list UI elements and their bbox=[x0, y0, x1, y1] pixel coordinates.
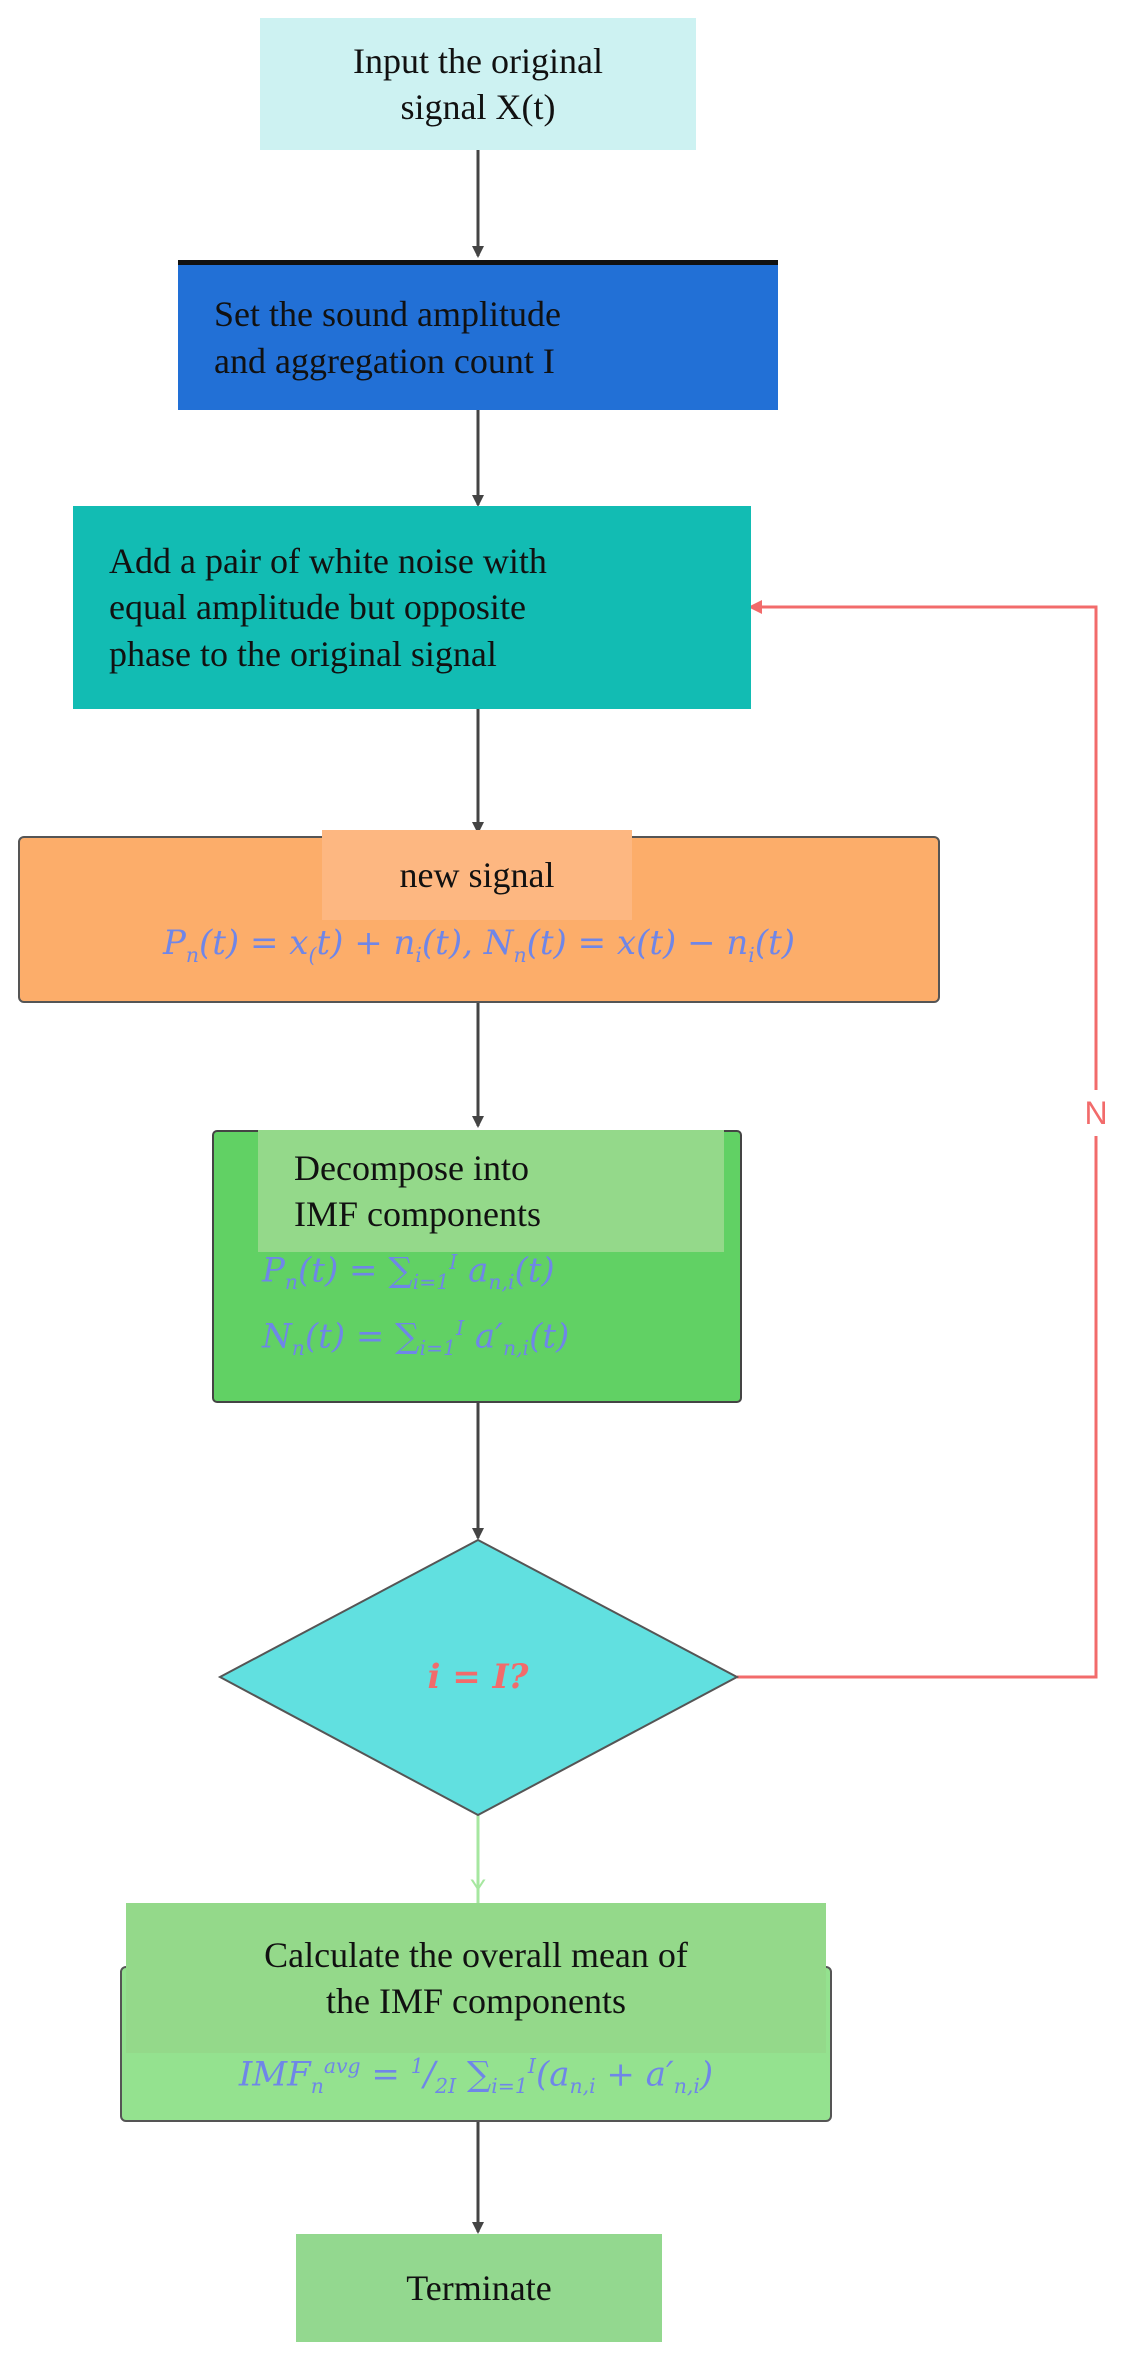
decompose-formula-n: Nn(t) = ∑i=1I a′n,i(t) bbox=[262, 1316, 570, 1361]
set-amplitude-box: Set the sound amplitude and aggregation … bbox=[178, 260, 778, 410]
decompose-label-box: Decompose into IMF components bbox=[258, 1130, 724, 1252]
decompose-line-1: Decompose into bbox=[294, 1147, 529, 1188]
decompose-formula-p: Pn(t) = ∑i=1I an,i(t) bbox=[262, 1250, 555, 1295]
new-signal-label-box: new signal bbox=[322, 830, 632, 920]
add-white-noise-line-3: phase to the original signal bbox=[109, 633, 497, 674]
no-label-background bbox=[1078, 1090, 1114, 1136]
terminate-label: Terminate bbox=[406, 2267, 552, 2308]
calculate-formula: IMFnavg = 1/2I ∑i=1I(an,i + a′n,i) bbox=[238, 2053, 714, 2099]
input-signal-line-2: signal X(t) bbox=[400, 87, 556, 127]
new-signal-formula: Pn(t) = x(t) + ni(t), Nn(t) = x(t) − ni(… bbox=[18, 910, 940, 980]
calculate-line-2: the IMF components bbox=[326, 1981, 626, 2021]
decision-diamond bbox=[217, 1538, 740, 1817]
set-amplitude-line-1: Set the sound amplitude bbox=[214, 294, 561, 335]
input-signal-box: Input the original signal X(t) bbox=[260, 18, 696, 150]
add-white-noise-line-2: equal amplitude but opposite bbox=[109, 587, 526, 628]
new-signal-label: new signal bbox=[399, 854, 555, 895]
set-amplitude-line-2: and aggregation count I bbox=[214, 340, 555, 381]
add-white-noise-line-1: Add a pair of white noise with bbox=[109, 541, 547, 582]
decompose-line-2: IMF components bbox=[294, 1194, 541, 1234]
decision-label: i = I? bbox=[427, 1657, 529, 1697]
yes-branch-label: Y bbox=[469, 1875, 486, 1902]
calculate-label-box: Calculate the overall mean of the IMF co… bbox=[126, 1903, 826, 2053]
input-signal-line-1: Input the original bbox=[353, 40, 603, 81]
calculate-line-1: Calculate the overall mean of bbox=[264, 1934, 688, 1975]
add-white-noise-box: Add a pair of white noise with equal amp… bbox=[73, 506, 751, 709]
formula-term-p: Pn(t) = x(t) + ni(t), bbox=[162, 923, 473, 967]
formula-term-n: Nn(t) = x(t) − ni(t) bbox=[483, 923, 796, 967]
no-branch-label: N bbox=[1084, 1094, 1108, 1131]
terminate-box: Terminate bbox=[296, 2234, 662, 2342]
loop-arrow-no bbox=[737, 600, 1098, 1679]
